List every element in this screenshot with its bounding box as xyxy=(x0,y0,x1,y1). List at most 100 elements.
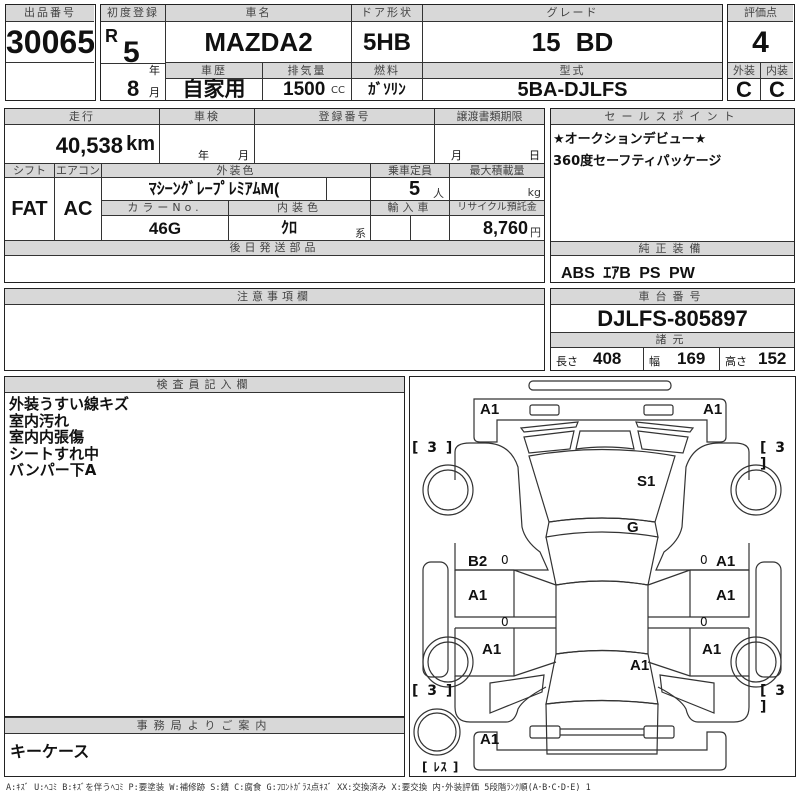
inspector-note: 室内内張傷 xyxy=(9,428,85,446)
lot-number-label: 出品番号 xyxy=(6,5,94,22)
grade-label: グレード xyxy=(423,5,722,22)
inspection-label: 車検 xyxy=(160,109,255,125)
era: R xyxy=(105,26,118,46)
damage-rear-door-left: A1 xyxy=(468,587,488,604)
score-label: 評価点 xyxy=(728,5,793,22)
damage-hood: S1 xyxy=(637,473,656,490)
sales-points-label: セールスポイント xyxy=(551,109,794,125)
tire-front-left: [ 3 ] xyxy=(412,440,455,456)
damage-trunk: A1 xyxy=(630,657,650,674)
sales-point: ★オークションデビュー★ xyxy=(553,132,707,147)
score-box: 評価点 4 外装 内装 C C xyxy=(727,4,795,101)
damage-front-door-right: A1 xyxy=(716,553,736,570)
inspector-note: バンパー下A xyxy=(9,461,97,479)
chassis-number: DJLFS-805897 xyxy=(551,305,794,333)
first-reg-cell: R 5 年 8 月 xyxy=(101,22,166,100)
sales-points-list: ★オークションデビュー★ 360度セーフティパッケージ xyxy=(553,129,721,173)
car-outline-icon xyxy=(413,380,782,771)
door-mark: 0 xyxy=(700,615,708,629)
later-parts-label: 後日発送部品 xyxy=(5,241,544,256)
length-cell: 長さ 408 xyxy=(551,348,644,370)
width-cell: 幅 169 xyxy=(644,348,720,370)
displacement-cell: 1500 CC xyxy=(263,79,352,100)
car-name-label: 車名 xyxy=(166,5,352,22)
interior-color-label: 内装色 xyxy=(229,201,371,216)
door-mark: 0 xyxy=(501,553,509,567)
height-label: 高さ xyxy=(725,355,747,368)
lot-number-box: 出品番号 30065 xyxy=(5,4,96,101)
first-reg-label: 初度登録 xyxy=(101,5,166,22)
reg-year: 5 xyxy=(123,36,140,69)
notes-label: 注意事項欄 xyxy=(5,289,544,305)
history-label: 車歴 xyxy=(166,63,263,79)
inspector-note: 室内汚れ xyxy=(9,411,70,430)
exterior-color-label: 外装色 xyxy=(102,164,371,178)
inspector-label: 検査員記入欄 xyxy=(5,377,404,393)
inspection-year-unit: 年 xyxy=(198,149,209,162)
equipment-label: 純正装備 xyxy=(551,241,794,256)
model-code: 5BA-DJLFS xyxy=(517,79,628,100)
displacement-unit: CC xyxy=(331,85,345,96)
import-label: 輸入車 xyxy=(371,201,450,216)
spec-label: 諸元 xyxy=(551,333,794,348)
import-cell-1 xyxy=(371,216,411,241)
tire-rear-left: [ 3 ] xyxy=(412,683,455,699)
spare-tire: [ ﾚｽ ] xyxy=(422,760,460,774)
displacement: 1500 xyxy=(283,79,326,100)
interior-label: 内装 xyxy=(761,63,793,79)
office-info-box: 事務局よりご案内 キーケース xyxy=(4,717,405,777)
exterior-color: ﾏｼｰﾝｸﾞﾚｰﾌﾟﾚﾐｱﾑM( xyxy=(102,178,327,201)
office-info: キーケース xyxy=(10,742,90,761)
reg-number-label: 登録番号 xyxy=(255,109,435,125)
lot-number: 30065 xyxy=(6,22,94,63)
height: 152 xyxy=(758,349,787,368)
sales-point: 360度セーフティパッケージ xyxy=(553,154,722,169)
height-cell: 高さ 152 xyxy=(720,348,794,370)
damage-front-left: A1 xyxy=(480,401,500,418)
shift: FAT xyxy=(5,178,55,241)
door-mark: 0 xyxy=(700,553,708,567)
tire-front-right: [ 3 ] xyxy=(760,440,788,472)
shift-label: シフト xyxy=(5,164,55,178)
door-label: ドア形状 xyxy=(352,5,423,22)
mileage-label: 走行 xyxy=(5,109,160,125)
recycle-label: リサイクル預託金 xyxy=(450,201,544,216)
mileage-cell: 40,538 km xyxy=(5,125,160,164)
damage-front-right: A1 xyxy=(703,401,723,418)
damage-front-door-left: B2 xyxy=(468,553,488,570)
interior-grade: C xyxy=(769,79,785,100)
inspection-month-unit: 月 xyxy=(238,149,249,162)
door-type: 5HB xyxy=(352,22,423,63)
color-number: 46G xyxy=(102,216,229,241)
inspection-cell: 年 月 xyxy=(160,125,255,164)
damage-diagram: A1 A1 [ 3 ] [ 3 ] S1 G B2 0 A1 0 A1 0 A1… xyxy=(409,376,796,777)
tire-rear-right: [ 3 ] xyxy=(760,683,788,715)
reg-month: 8 xyxy=(127,76,140,100)
damage-rear-door-right: A1 xyxy=(716,587,736,604)
inspector-note: 外装うすい線キズ xyxy=(9,395,130,413)
vehicle-summary-box: 初度登録 R 5 年 8 月 車名 MAZDA2 ドア形状 5HB グレード 1… xyxy=(100,4,723,101)
transfer-day-unit: 日 xyxy=(529,149,540,162)
length: 408 xyxy=(593,349,622,368)
damage-rear-fender-left: A1 xyxy=(482,641,502,658)
details-box: 走行 40,538 km 車検 年 月 登録番号 譲渡書類期限 月 日 シフト … xyxy=(4,108,545,283)
interior-color-cell: ｸﾛ 系 xyxy=(229,216,371,241)
color-no-label: カラーNo. xyxy=(102,201,229,216)
exterior-label: 外装 xyxy=(728,63,761,79)
import-cell-2 xyxy=(411,216,450,241)
capacity: 5 xyxy=(409,178,421,200)
max-load-unit: kg xyxy=(527,186,541,199)
score: 4 xyxy=(728,22,793,63)
notes-box: 注意事項欄 xyxy=(4,288,545,371)
fuel: ｶﾞｿﾘﾝ xyxy=(352,79,423,100)
equipment: ABS ｴｱB PS PW xyxy=(561,265,695,282)
damage-rear-bumper: A1 xyxy=(480,731,500,748)
later-parts-content xyxy=(5,256,544,282)
chassis-label: 車台番号 xyxy=(551,289,794,305)
damage-rear-fender-right: A1 xyxy=(702,641,722,658)
door-mark: 0 xyxy=(501,615,509,629)
interior-color-unit: 系 xyxy=(355,227,366,240)
air-conditioner: AC xyxy=(55,178,102,241)
reg-number xyxy=(255,125,435,164)
width: 169 xyxy=(677,349,706,368)
